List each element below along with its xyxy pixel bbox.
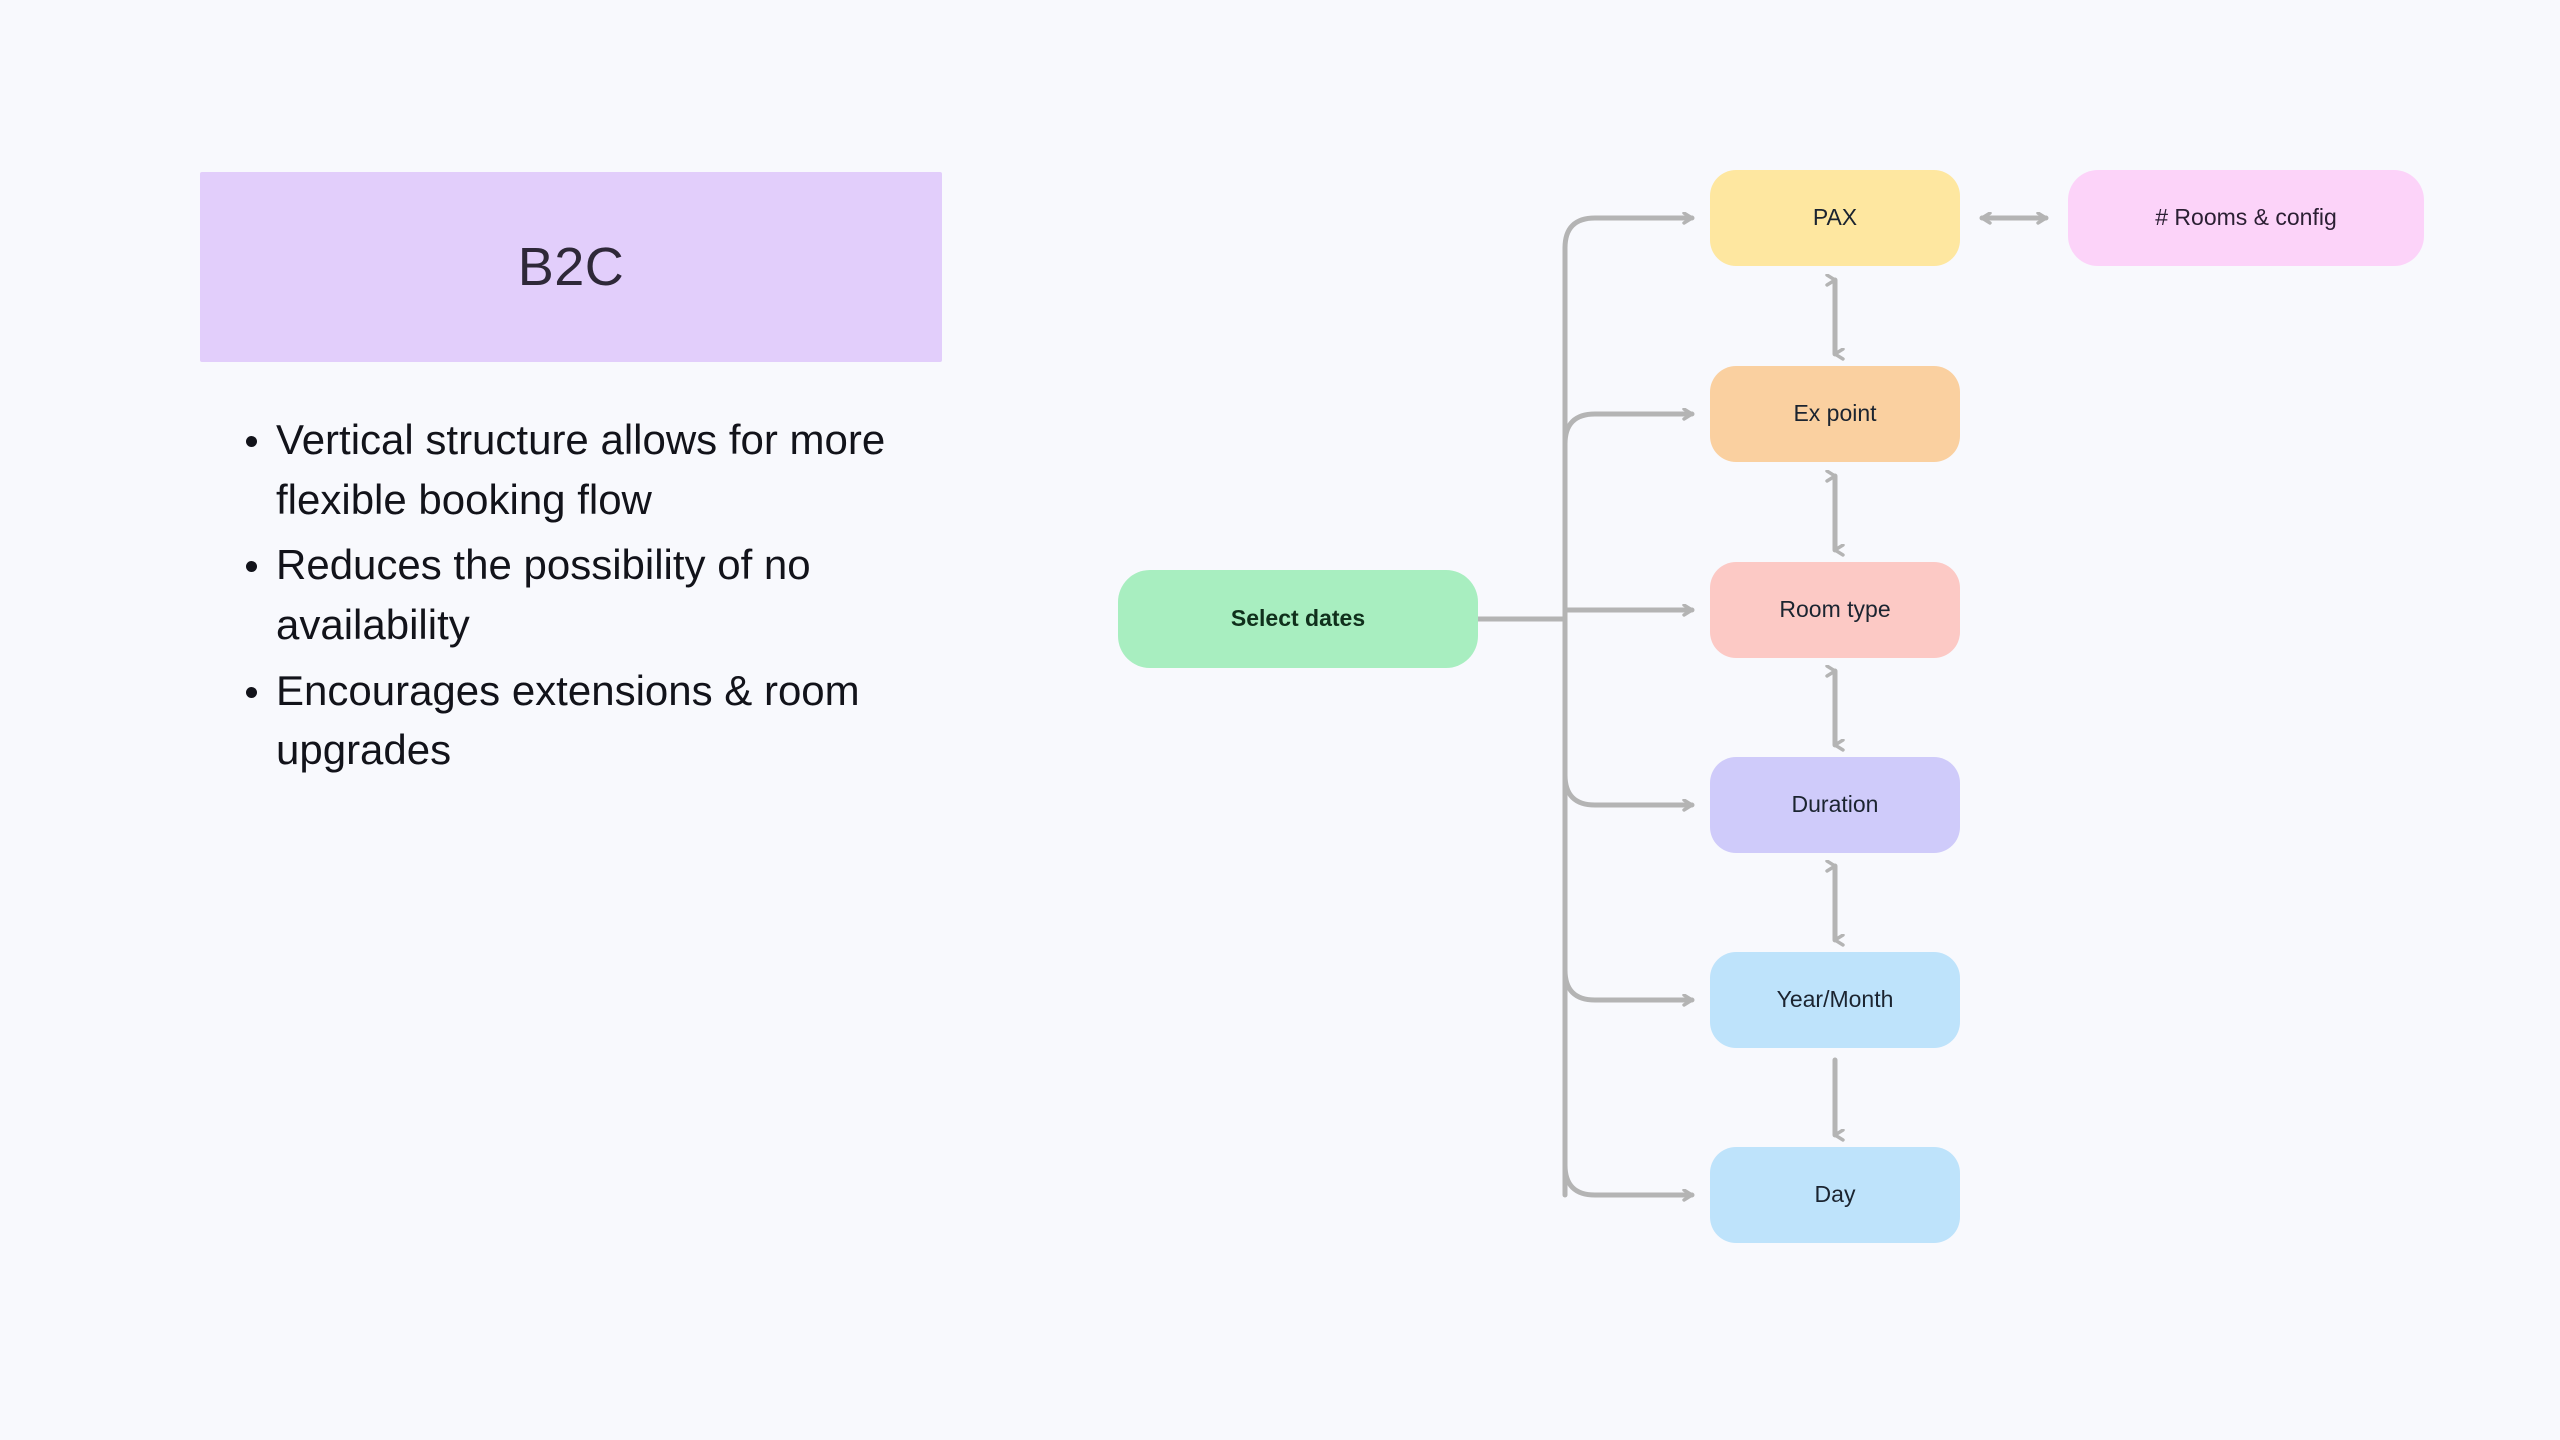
flow-node-label: Ex point <box>1793 400 1877 427</box>
flow-node-year-month[interactable]: Year/Month <box>1710 952 1960 1048</box>
booking-flow-diagram: Select dates PAX Ex point Room type Dura… <box>1100 140 2520 1300</box>
list-item: Reduces the possibility of no availabili… <box>200 535 960 654</box>
flow-node-label: # Rooms & config <box>2155 204 2337 231</box>
benefits-bullet-list: Vertical structure allows for more flexi… <box>200 410 960 780</box>
list-item: Vertical structure allows for more flexi… <box>200 410 960 529</box>
connector-to-pax <box>1562 218 1695 251</box>
flow-node-rooms-config[interactable]: # Rooms & config <box>2068 170 2424 266</box>
connector-to-day <box>1562 1162 1695 1195</box>
list-item: Encourages extensions & room upgrades <box>200 661 960 780</box>
flow-node-label: Duration <box>1791 791 1879 818</box>
flow-node-label: PAX <box>1812 204 1858 231</box>
flow-node-room-type[interactable]: Room type <box>1710 562 1960 658</box>
connector-to-ex-point <box>1562 414 1695 447</box>
flow-node-select-dates[interactable]: Select dates <box>1118 570 1478 668</box>
page-title: B2C <box>517 237 625 297</box>
left-content-panel: B2C Vertical structure allows for more f… <box>200 172 960 786</box>
flow-node-label: Select dates <box>1230 605 1366 632</box>
flow-node-duration[interactable]: Duration <box>1710 757 1960 853</box>
connector-to-year-month <box>1562 967 1695 1000</box>
flow-node-ex-point[interactable]: Ex point <box>1710 366 1960 462</box>
title-card: B2C <box>200 172 942 362</box>
flow-node-label: Day <box>1814 1181 1856 1208</box>
flow-node-day[interactable]: Day <box>1710 1147 1960 1243</box>
flow-node-pax[interactable]: PAX <box>1710 170 1960 266</box>
flow-connectors <box>1475 140 2049 1300</box>
connector-to-duration <box>1562 772 1695 805</box>
flow-node-label: Room type <box>1779 596 1891 623</box>
flow-node-label: Year/Month <box>1776 986 1894 1013</box>
